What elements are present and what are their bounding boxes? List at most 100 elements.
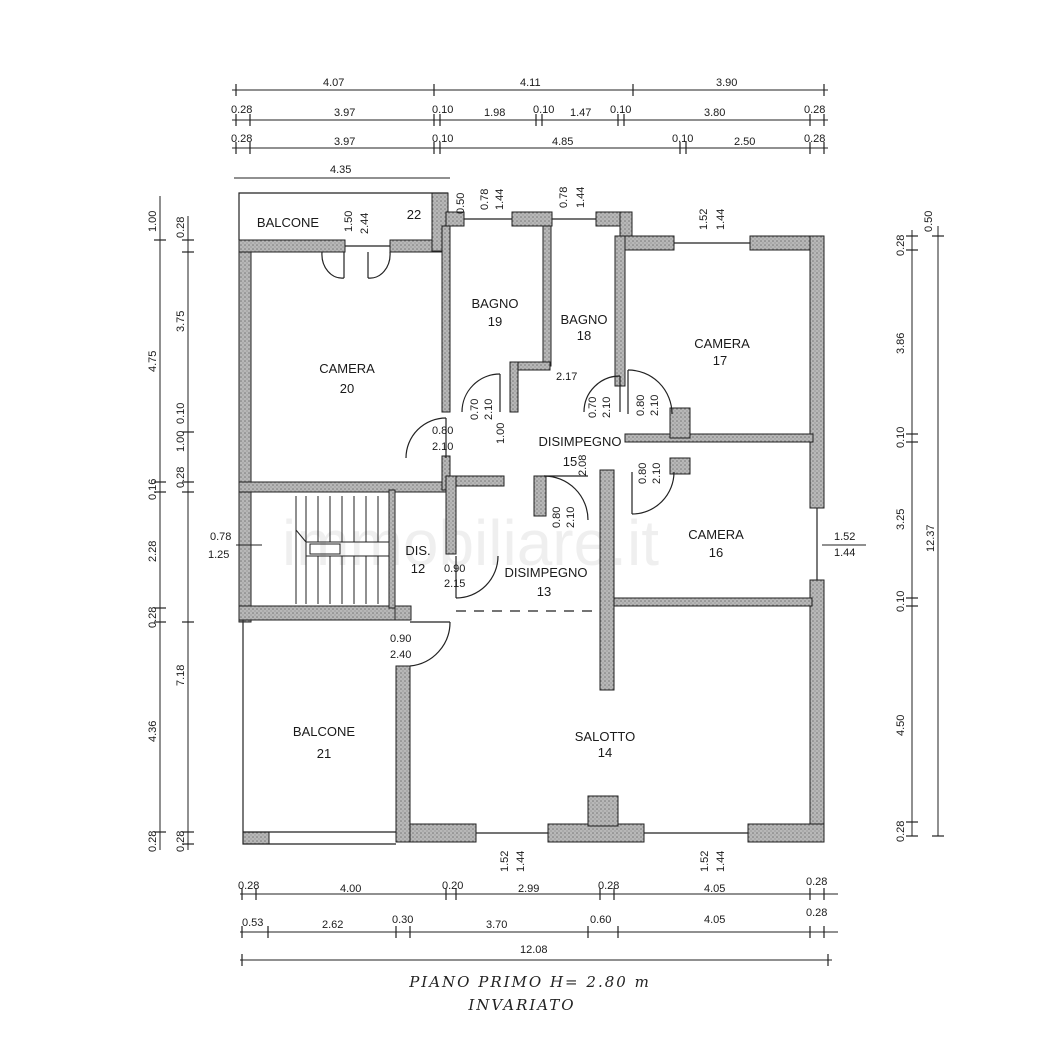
dim-top-2-h: 3.80 bbox=[704, 107, 725, 119]
dim-cam17-b: 1.44 bbox=[715, 209, 727, 230]
room-bagno-18-name: BAGNO bbox=[561, 312, 608, 327]
dim-door13-a: 0.80 bbox=[551, 507, 563, 528]
room-bagno-19-name: BAGNO bbox=[472, 296, 519, 311]
dim-top-2-b: 3.97 bbox=[334, 107, 355, 119]
dim-top-3-g: 0.28 bbox=[804, 133, 825, 145]
dim-door13-b: 2.10 bbox=[565, 507, 577, 528]
dim-top-3-a: 0.28 bbox=[231, 133, 252, 145]
dim-bagno19-a: 0.78 bbox=[479, 189, 491, 210]
dim-top-2-g: 0.10 bbox=[610, 104, 631, 116]
dim-bot-2-g: 0.28 bbox=[806, 907, 827, 919]
dim-cam16-b: 1.44 bbox=[834, 547, 855, 559]
dim-sal-win1-b: 1.44 bbox=[515, 851, 527, 872]
dim-bagno18-width: 2.17 bbox=[556, 371, 577, 383]
dim-bagno18-a: 0.78 bbox=[558, 187, 570, 208]
dim-balc22-b: 2.44 bbox=[359, 213, 371, 234]
dim-right-inner-g: 0.28 bbox=[895, 821, 907, 842]
dim-door18-b: 2.10 bbox=[601, 397, 613, 418]
dim-door17-b: 2.10 bbox=[649, 395, 661, 416]
dim-left-inner-g: 4.36 bbox=[147, 721, 159, 742]
room-disimpegno-13-name: DISIMPEGNO bbox=[504, 565, 587, 580]
dim-balcony-width: 4.35 bbox=[330, 164, 351, 176]
dim-top-2-d: 1.98 bbox=[484, 107, 505, 119]
dim-door16-b: 2.10 bbox=[651, 463, 663, 484]
dim-right-inner-e: 0.10 bbox=[895, 591, 907, 612]
room-camera-16-number: 16 bbox=[709, 545, 723, 560]
dim-bot-1-c: 0.20 bbox=[442, 880, 463, 892]
dim-sal-win2-a: 1.52 bbox=[699, 851, 711, 872]
room-camera-17-name: CAMERA bbox=[694, 336, 750, 351]
dim-top-1-b: 4.11 bbox=[520, 77, 541, 89]
room-dis-12-name: DIS. bbox=[405, 543, 430, 558]
dim-top-1-a: 4.07 bbox=[323, 77, 344, 89]
dimension-lines bbox=[159, 89, 939, 961]
dim-left-outer-c: 0.16 bbox=[147, 479, 159, 500]
dim-top-2-f: 1.47 bbox=[570, 107, 591, 119]
dim-left-inner-d: 1.00 bbox=[175, 431, 187, 452]
dim-bot-2-f: 4.05 bbox=[704, 914, 725, 926]
dim-door17-a: 0.80 bbox=[635, 395, 647, 416]
room-bagno-19-number: 19 bbox=[488, 314, 502, 329]
dim-right-outer-b: 12.37 bbox=[925, 524, 937, 552]
dim-right-inner-f: 4.50 bbox=[895, 715, 907, 736]
dim-left-inner-h: 0.28 bbox=[175, 831, 187, 852]
dim-bot-2-c: 0.30 bbox=[392, 914, 413, 926]
dim-right-outer-a: 0.50 bbox=[923, 211, 935, 232]
dim-left-outer-f: 0.28 bbox=[147, 607, 159, 628]
dim-left-outer-g: 0.28 bbox=[147, 831, 159, 852]
room-camera-20-name: CAMERA bbox=[319, 361, 375, 376]
dim-top-2-c: 0.10 bbox=[432, 104, 453, 116]
dim-balc22-side: 0.50 bbox=[455, 193, 467, 214]
dim-door12-b: 2.15 bbox=[444, 578, 465, 590]
room-camera-17-number: 17 bbox=[713, 353, 727, 368]
dim-bot-1-a: 0.28 bbox=[238, 880, 259, 892]
dim-bot-2-e: 0.60 bbox=[590, 914, 611, 926]
room-disimpegno-13-number: 13 bbox=[537, 584, 551, 599]
dim-right-inner-b: 3.86 bbox=[895, 333, 907, 354]
dim-sal-win1-a: 1.52 bbox=[499, 851, 511, 872]
dim-top-3-e: 0.10 bbox=[672, 133, 693, 145]
room-salotto-14-number: 14 bbox=[598, 745, 612, 760]
dim-bot-1-e: 0.28 bbox=[598, 880, 619, 892]
dimension-ticks bbox=[154, 84, 944, 966]
dim-dis15-width: 1.00 bbox=[495, 423, 507, 444]
dim-top-3-d: 4.85 bbox=[552, 136, 573, 148]
dim-total-width: 12.08 bbox=[520, 944, 548, 956]
dim-bot-1-d: 2.99 bbox=[518, 883, 539, 895]
staircase bbox=[295, 496, 389, 604]
dim-top-3-f: 2.50 bbox=[734, 136, 755, 148]
dim-door14-a: 0.90 bbox=[390, 633, 411, 645]
dim-bot-1-g: 0.28 bbox=[806, 876, 827, 888]
room-balcone-21-number: 21 bbox=[317, 746, 331, 761]
dim-right-inner-c: 0.10 bbox=[895, 427, 907, 448]
dim-bagno18-b: 1.44 bbox=[575, 187, 587, 208]
door-swings bbox=[321, 251, 675, 667]
dim-left-inner-b: 3.75 bbox=[175, 311, 187, 332]
dim-left-outer-a: 1.00 bbox=[147, 211, 159, 232]
dim-left-outer-d: 2.28 bbox=[147, 541, 159, 562]
dim-left-outer-e: 7.18 bbox=[175, 665, 187, 686]
room-balcone-22-name: BALCONE bbox=[257, 215, 319, 230]
dim-door14-b: 2.40 bbox=[390, 649, 411, 661]
dim-door20-b: 2.10 bbox=[432, 441, 453, 453]
dim-bot-1-f: 4.05 bbox=[704, 883, 725, 895]
dim-top-2-e: 0.10 bbox=[533, 104, 554, 116]
thin-lines bbox=[238, 192, 818, 845]
plan-caption-title: PIANO PRIMO H= 2.80 m bbox=[408, 973, 651, 991]
dim-bot-2-a: 0.53 bbox=[242, 917, 263, 929]
dim-left-inner-c: 0.10 bbox=[175, 403, 187, 424]
dim-top-2-i: 0.28 bbox=[804, 104, 825, 116]
dim-stair-a: 0.78 bbox=[210, 531, 231, 543]
dim-door19-a: 0.70 bbox=[469, 399, 481, 420]
dim-left-inner-e: 0.28 bbox=[175, 467, 187, 488]
dim-bagno19-b: 1.44 bbox=[494, 189, 506, 210]
dim-top-3-b: 3.97 bbox=[334, 136, 355, 148]
dim-right-inner-a: 0.28 bbox=[895, 235, 907, 256]
dim-right-inner-d: 3.25 bbox=[895, 509, 907, 530]
dim-door18-a: 0.70 bbox=[587, 397, 599, 418]
room-disimpegno-15-name: DISIMPEGNO bbox=[538, 434, 621, 449]
watermark: immobiliare.it bbox=[282, 507, 659, 579]
room-camera-20-number: 20 bbox=[340, 381, 354, 396]
dim-top-1-c: 3.90 bbox=[716, 77, 737, 89]
